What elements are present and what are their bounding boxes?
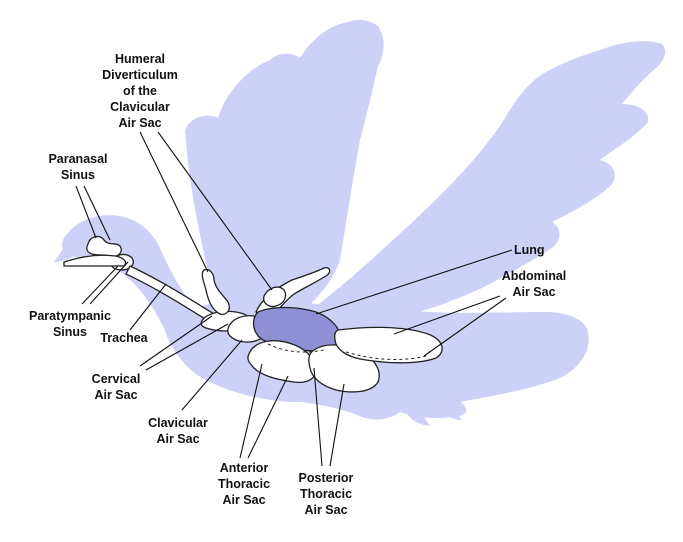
abdominal-air-sac-dash [345,351,427,360]
label-line: Posterior [299,471,354,485]
abdominal-air-sac-shape [334,326,443,364]
leader-cervical-1 [139,315,213,367]
leader-trachea [129,283,167,331]
front-wing-silhouette [300,41,666,324]
leader-paranasal-2 [83,185,111,241]
label-line: Anterior [220,461,269,475]
label-paratympanic-sinus: Paratympanic Sinus [29,309,111,339]
label-line: Clavicular [110,100,170,114]
label-line: of the [123,84,157,98]
label-line: Abdominal [502,269,567,283]
back-wing-silhouette [185,19,384,334]
label-line: Diverticulum [102,68,178,82]
label-line: Cervical [92,372,141,386]
svg-text:of the: of the [123,84,157,98]
skull-outline [63,254,127,267]
beak-silhouette [54,240,82,262]
label-line: Air Sac [512,285,555,299]
svg-text:Diverticulum: Diverticulum [102,68,178,82]
label-line: Air Sac [118,116,161,130]
leader-paranasal-1 [75,185,97,239]
label-line: Sinus [53,325,87,339]
label-cervical-air-sac: Cervical Air Sac [92,372,141,402]
label-line: Paranasal [48,152,107,166]
label-line: Lung [514,243,545,257]
label-line: Thoracic [300,487,352,501]
label-line: Clavicular [148,416,208,430]
label-humeral-diverticulum: Humeral Diverticulum of the Clavicular A… [102,52,178,130]
label-clavicular-air-sac: Clavicular Air Sac [148,416,208,446]
bird-silhouette [54,19,666,426]
humeral-diverticulum-lower [201,268,230,316]
label-line: Thoracic [218,477,270,491]
label-line: Sinus [61,168,95,182]
label-line: Humeral [115,52,165,66]
leader-paratympanic-1 [81,265,119,305]
leader-paratympanic-2 [89,261,129,305]
svg-text:Clavicular: Clavicular [110,100,170,114]
label-posterior-thoracic-air-sac: Posterior Thoracic Air Sac [299,471,354,517]
leader-anterior-1 [239,363,263,459]
feet-silhouette [402,400,462,426]
svg-text:Air Sac: Air Sac [118,116,161,130]
anterior-thoracic-air-sac-shape [247,340,317,384]
leader-anterior-2 [247,375,289,459]
respiratory-structures [63,235,443,393]
leader-abdominal-1 [393,295,501,335]
label-line: Air Sac [156,432,199,446]
leader-posterior-2 [329,383,345,467]
label-line: Air Sac [94,388,137,402]
label-line: Trachea [100,331,148,345]
leader-lung [315,249,513,315]
leader-lines [75,131,513,467]
paranasal-sinus-shape [86,235,122,258]
leader-cervical-2 [145,323,229,371]
label-line: Air Sac [222,493,265,507]
humeral-diverticulum-upper [263,286,287,308]
label-line: Air Sac [304,503,347,517]
leader-posterior-1 [313,367,323,467]
label-lung: Lung [514,243,545,257]
leader-abdominal-2 [423,297,507,357]
svg-text:Humeral: Humeral [115,52,165,66]
leader-humeral-2 [157,131,273,291]
label-line: Paratympanic [29,309,111,323]
leader-humeral-1 [139,131,209,273]
label-anterior-thoracic-air-sac: Anterior Thoracic Air Sac [218,461,270,507]
leader-clavicular [181,339,243,411]
label-trachea: Trachea [100,331,148,345]
label-paranasal-sinus: Paranasal Sinus [48,152,107,182]
label-abdominal-air-sac: Abdominal Air Sac [502,269,567,299]
